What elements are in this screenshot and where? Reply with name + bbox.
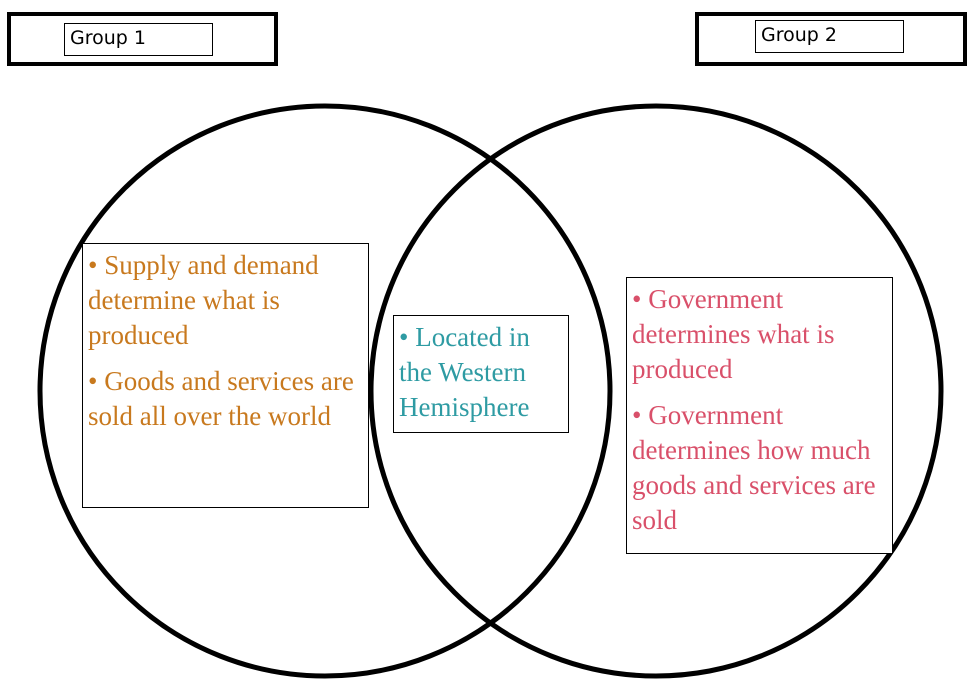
middle-text-box[interactable]: • Located in the Western Hemisphere [393, 315, 569, 433]
left-text-box[interactable]: • Supply and demand determine what is pr… [82, 243, 369, 508]
middle-item-1: • Located in the Western Hemisphere [399, 322, 530, 422]
left-item-1: • Supply and demand determine what is pr… [88, 250, 319, 350]
left-item-2: • Goods and services are sold all over t… [88, 366, 354, 431]
right-circle [368, 103, 944, 679]
group1-label[interactable]: Group 1 [64, 23, 213, 56]
right-item-2: • Government determines how much goods a… [632, 400, 876, 535]
right-item-1: • Government determines what is produced [632, 284, 835, 384]
group2-label[interactable]: Group 2 [755, 20, 904, 53]
left-circle [37, 103, 613, 679]
right-text-box[interactable]: • Government determines what is produced… [626, 277, 893, 554]
